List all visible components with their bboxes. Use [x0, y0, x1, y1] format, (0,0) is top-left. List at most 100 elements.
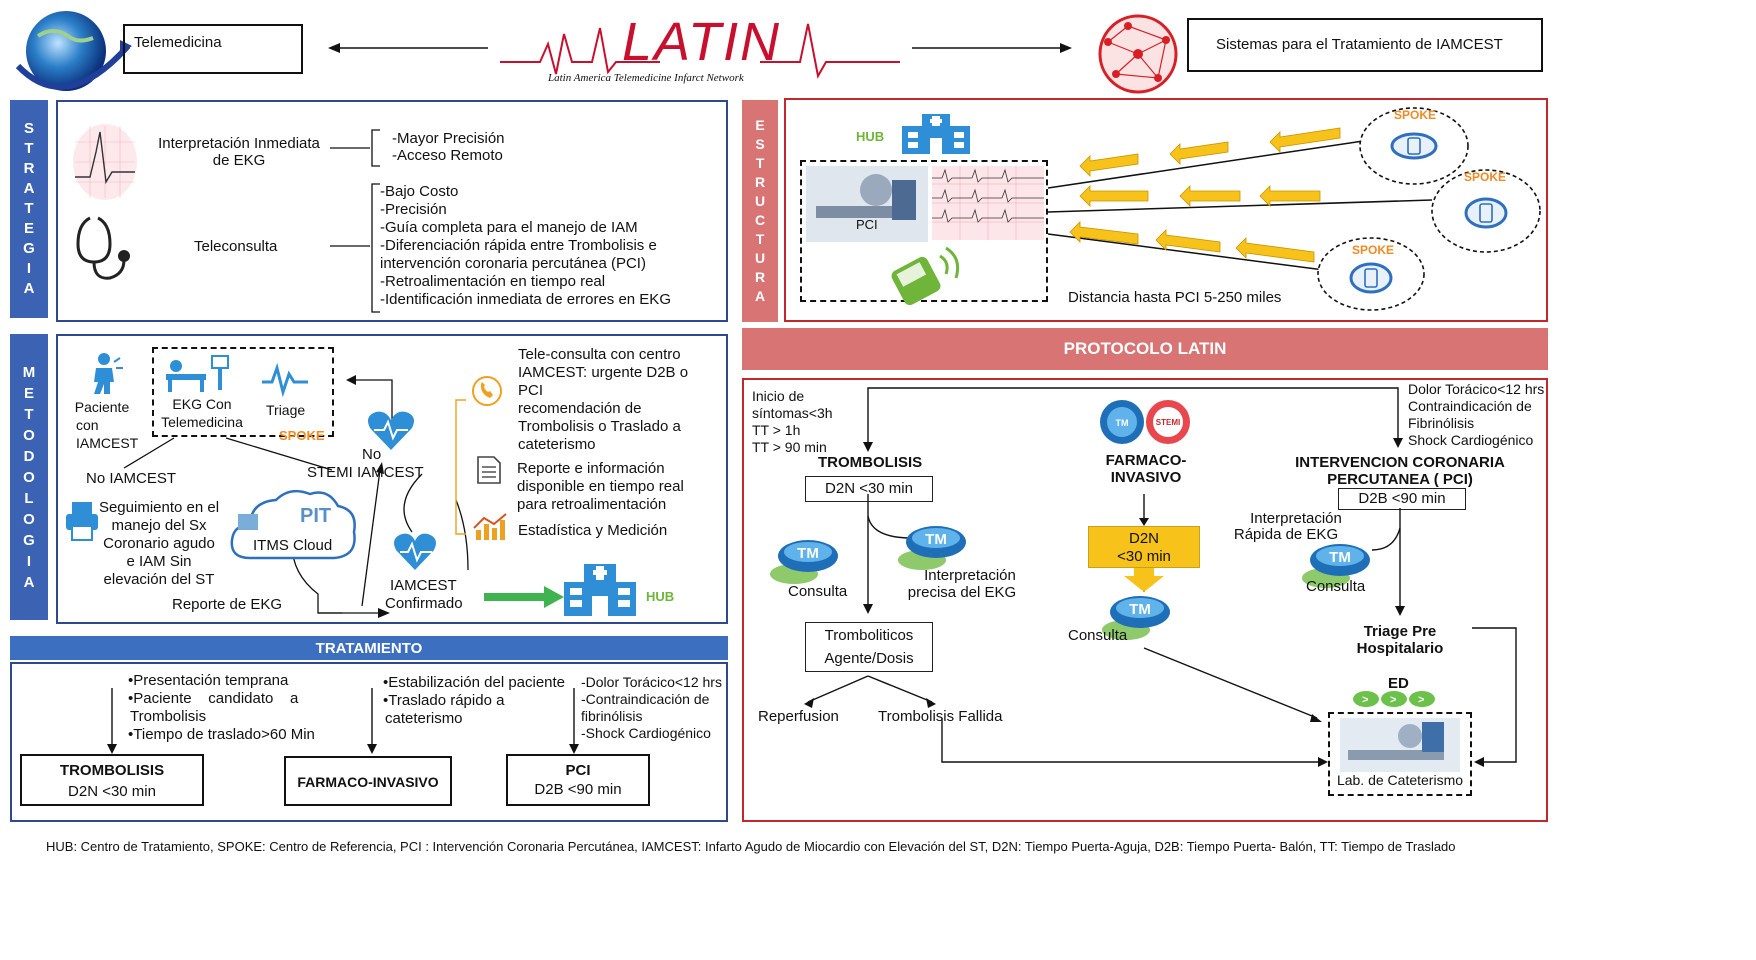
- seguimiento-line: elevación del ST: [103, 571, 215, 588]
- farmaco-d2n-line: <30 min: [1117, 548, 1171, 565]
- protocolo-panel: [742, 378, 1548, 822]
- svg-text:TM: TM: [925, 531, 947, 548]
- farmaco-line: INVASIVO: [1110, 469, 1182, 486]
- estrategia-letter: A: [23, 280, 35, 297]
- trombolisis-box-title: TROMBOLISIS: [59, 762, 165, 779]
- ekg-interpretation-label-l1: Interpretación Inmediata: [158, 135, 320, 152]
- estructura-letter: R: [754, 174, 766, 190]
- col1-point: •Presentación temprana: [128, 672, 289, 689]
- teleconsulta-line: recomendación de: [518, 400, 642, 417]
- dolor-line: Shock Cardiogénico: [1408, 432, 1534, 448]
- network-icon: [1098, 14, 1178, 94]
- spoke-label: SPOKE: [1352, 243, 1395, 257]
- latin-logo-text: LATIN: [622, 12, 782, 72]
- metodologia-letter: E: [23, 384, 34, 402]
- farmaco-line: FARMACO-: [1105, 452, 1187, 469]
- metodologia-letter: A: [23, 573, 35, 591]
- pci-title-line: INTERVENCION CORONARIA: [1295, 454, 1505, 471]
- trombolisis-box: [20, 754, 204, 806]
- mobile-phone-icon: [891, 246, 960, 306]
- tratamiento-header: [10, 636, 728, 660]
- pci-label: PCI: [856, 217, 878, 232]
- svg-text:>: >: [1418, 694, 1424, 706]
- iamcest-confirmado-line: Confirmado: [385, 595, 463, 612]
- col1-point: •Paciente candidato a: [128, 690, 299, 707]
- spoke-circle-1: [1359, 107, 1469, 185]
- tm-badge-icon: TM: [1102, 596, 1170, 640]
- consulta-label-2: Consulta: [1068, 627, 1128, 644]
- estructura-panel: [784, 98, 1548, 322]
- stethoscope-icon: [76, 216, 130, 280]
- footer-legend: HUB: Centro de Tratamiento, SPOKE: Centr…: [46, 839, 1456, 854]
- interp-rapida-line: Interpretación: [1250, 510, 1342, 527]
- metodologia-letter: O: [23, 426, 35, 444]
- estructura-letter: T: [755, 155, 765, 171]
- col2-point: cateterismo: [385, 710, 463, 727]
- svg-text:>: >: [1362, 694, 1368, 706]
- heart-icon-no-iamcest: [368, 411, 414, 450]
- tm-badge-icon: TM: [1302, 544, 1370, 588]
- ekg-bracket: [330, 129, 380, 167]
- inicio-line: Inicio de: [752, 388, 805, 404]
- estructura-letter: C: [754, 212, 766, 228]
- seguimiento-line: manejo del Sx: [111, 517, 207, 534]
- interp-rapida-line: Rápida de EKG: [1233, 526, 1339, 543]
- ekg-patient-icon: [166, 355, 229, 392]
- tele-point: -Retroalimentación en tiempo real: [380, 273, 606, 290]
- tm-badge-icon: TM: [898, 526, 966, 570]
- trombolisis-box-sub: D2N <30 min: [68, 783, 156, 800]
- interp-precisa-line: Interpretación: [924, 567, 1016, 584]
- metodologia-letter: M: [22, 363, 36, 381]
- col2-point: •Traslado rápido a: [383, 692, 505, 709]
- tm-stemi-logo: TM STEMI: [1100, 400, 1190, 444]
- tele-point: -Identificación inmediata de errores en …: [380, 291, 671, 308]
- cath-lab-photo-small: [1340, 718, 1460, 772]
- inicio-line: TT > 1h: [752, 422, 801, 438]
- seguimiento-line: Coronario agudo: [103, 535, 215, 552]
- no-iamcest-2-line: No: [362, 446, 382, 463]
- tromboliticos-box: [805, 622, 933, 672]
- pci-d2b-box: [1338, 488, 1466, 510]
- metodologia-letter: D: [23, 447, 35, 465]
- spoke-label: SPOKE: [1464, 170, 1507, 184]
- reperfusion-label: Reperfusion: [758, 708, 839, 725]
- teleconsulta-label: Teleconsulta: [194, 238, 278, 255]
- distance-label: Distancia hasta PCI 5-250 miles: [1068, 289, 1282, 306]
- metodologia-side-label: M E T O D O L O G I A: [10, 334, 48, 620]
- ekg-triage-dashed-box: [152, 347, 334, 437]
- inicio-line: síntomas<3h: [752, 405, 833, 421]
- col1-point: Trombolisis: [130, 708, 207, 725]
- svg-text:TM: TM: [797, 545, 819, 562]
- ekg-point: -Acceso Remoto: [392, 147, 503, 164]
- pci-title-line: PERCUTANEA ( PCI): [1327, 471, 1473, 488]
- ekg-printout: [932, 166, 1044, 240]
- estructura-letter: A: [754, 288, 766, 304]
- estructura-letter: T: [755, 231, 765, 247]
- hub-label-metodologia: HUB: [646, 589, 675, 604]
- ekg-point: -Mayor Precisión: [392, 130, 505, 147]
- itms-cloud-icon: [230, 489, 356, 560]
- tratamiento-title: TRATAMIENTO: [315, 640, 423, 657]
- consulta-label-3: Consulta: [1306, 578, 1366, 595]
- hub-label: HUB: [856, 129, 885, 144]
- seguimiento-line: Seguimiento en el: [98, 499, 220, 516]
- tm-logo-text: TM: [1116, 418, 1129, 428]
- farmaco-d2n-line: D2N: [1128, 530, 1159, 547]
- yellow-arrows: [1069, 127, 1341, 263]
- estructura-letter: U: [754, 250, 766, 266]
- latin-logo-subtitle: Latin America Telemedicine Infarct Netwo…: [548, 72, 744, 84]
- metodologia-letter: O: [23, 468, 35, 486]
- phone-call-icon: [472, 376, 502, 406]
- pulse-wave-icon: [262, 362, 308, 398]
- paciente-line: IAMCEST: [76, 435, 139, 451]
- arrow-right-header: [912, 43, 1072, 53]
- teleconsulta-line: cateterismo: [518, 436, 596, 453]
- svg-text:TM: TM: [1129, 601, 1151, 618]
- sistemas-box: [1187, 18, 1543, 72]
- estructura-letter: U: [754, 193, 766, 209]
- metodologia-panel: [56, 334, 728, 624]
- farmaco-box: [284, 756, 452, 806]
- svg-text:TM: TM: [1329, 549, 1351, 566]
- estrategia-letter: T: [24, 140, 34, 157]
- tele-point: -Guía completa para el manejo de IAM: [380, 219, 638, 236]
